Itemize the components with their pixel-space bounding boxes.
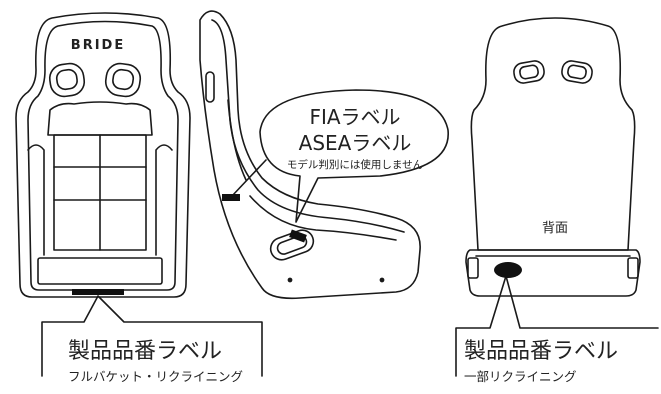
front-callout-subtitle: フルバケット・リクライニング [68,369,243,384]
rear-seat-view [465,17,641,297]
front-seat-outline [15,12,191,298]
rear-harness-hole-left [513,60,545,84]
brand-logo: BRIDE [71,38,125,53]
front-seat-inner-outline [27,20,179,291]
side-seat-hinge-slot [205,71,215,103]
front-seat-back-panel [47,101,153,136]
rear-seat-outline [470,17,636,251]
front-product-label-marker [72,289,124,295]
front-seat-cushion-front [37,257,163,285]
front-callout-frame [41,295,263,377]
label-markers [72,194,522,295]
rear-callout-title: 製品品番ラベル [464,339,618,364]
fia-label-note: モデル判別には使用しません [287,158,423,171]
rear-product-label-marker [494,262,522,278]
rear-callout-subtitle: 一部リクライニング [464,369,577,384]
side-seat-recliner-hole [269,229,315,261]
fia-label-line1: FIAラベル [309,105,400,129]
rear-callout-frame [455,275,659,377]
rear-harness-hole-right [561,60,593,84]
side-seat-view [199,10,421,300]
front-callout-title: 製品品番ラベル [68,339,222,364]
fia-label-marker-back [222,194,240,201]
shoulder-harness-hole-left [48,62,86,98]
front-seat-view [15,12,191,298]
fia-callout-bubble [259,89,449,223]
fia-label-marker-base [289,229,307,243]
back-label: 背面 [542,221,568,236]
rear-seat-base [465,249,641,297]
fia-pointer-line [231,159,267,197]
side-seat-outline [199,10,421,300]
side-seat-inner-outline [211,19,405,233]
shoulder-harness-hole-right [104,62,142,98]
fia-label-line2: ASEAラベル [299,131,412,155]
